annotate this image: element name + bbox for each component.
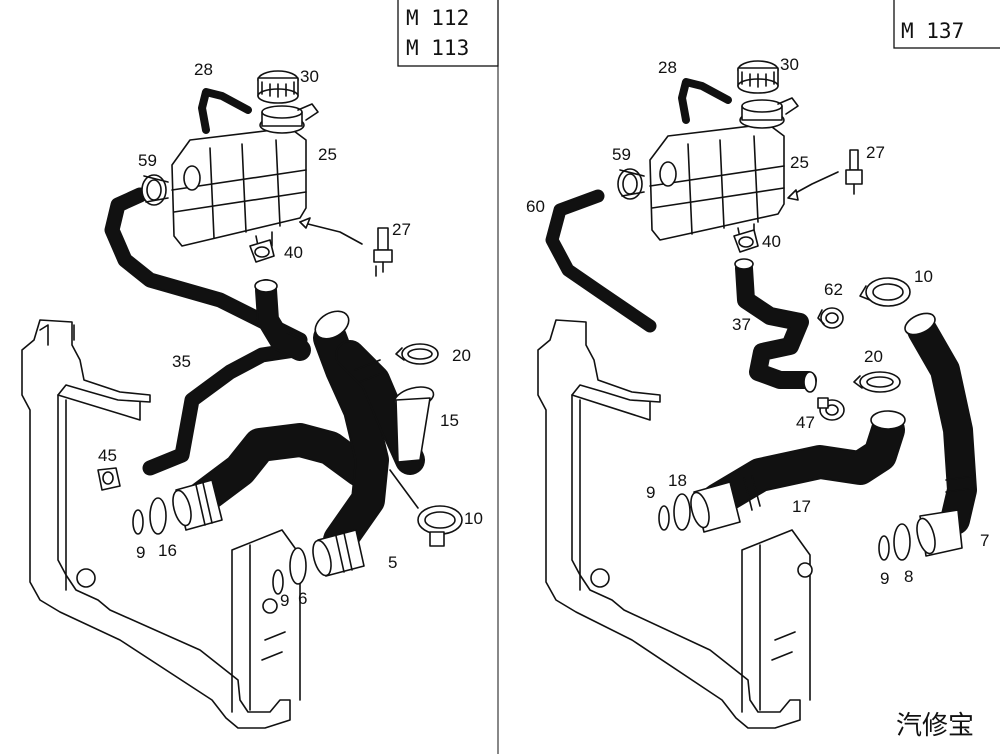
callout-35: 35 bbox=[172, 352, 191, 371]
right-panel: 28 30 59 25 27 60 40 62 10 37 20 47 9 18… bbox=[526, 55, 989, 729]
callout-7: 7 bbox=[980, 531, 989, 550]
hose-17 bbox=[690, 410, 906, 533]
o-rings-right bbox=[658, 493, 911, 561]
clip-40-right bbox=[733, 229, 759, 253]
o-rings-left bbox=[132, 497, 307, 595]
sensor-27-left bbox=[299, 217, 393, 277]
callout-45: 45 bbox=[98, 446, 117, 465]
callout-9a: 9 bbox=[136, 543, 145, 562]
clamp-10-left bbox=[389, 469, 463, 547]
clamp-47 bbox=[817, 397, 845, 421]
callout-6: 6 bbox=[298, 589, 307, 608]
callout-9b: 9 bbox=[280, 591, 289, 610]
reservoir-25-right bbox=[649, 97, 799, 241]
callout-9-r2: 9 bbox=[880, 569, 889, 588]
callout-47: 47 bbox=[796, 413, 815, 432]
radiator-left bbox=[21, 319, 301, 729]
callout-62: 62 bbox=[824, 280, 843, 299]
callout-9-r1: 9 bbox=[646, 483, 655, 502]
clamp-62 bbox=[817, 307, 844, 329]
callout-40-r: 40 bbox=[762, 232, 781, 251]
callout-59: 59 bbox=[138, 151, 157, 170]
model-box-left: M 112 M 113 bbox=[397, 0, 499, 67]
callout-16: 16 bbox=[158, 541, 177, 560]
callout-28: 28 bbox=[194, 60, 213, 79]
radiator-right bbox=[537, 319, 813, 729]
cap-30-right bbox=[737, 60, 779, 94]
sensor-27-right bbox=[787, 149, 863, 201]
hose-elbow-upper-left bbox=[254, 279, 311, 361]
callout-40: 40 bbox=[284, 243, 303, 262]
callout-25-r: 25 bbox=[790, 153, 809, 172]
model-label-m137: M 137 bbox=[901, 19, 964, 43]
callout-30-r: 30 bbox=[780, 55, 799, 74]
clamp-59-right bbox=[617, 168, 645, 200]
callout-60: 60 bbox=[526, 197, 545, 216]
callout-30: 30 bbox=[300, 67, 319, 86]
callout-10-r: 10 bbox=[914, 267, 933, 286]
hose-7 bbox=[904, 312, 977, 557]
hose-15 bbox=[335, 340, 435, 475]
callout-5: 5 bbox=[388, 553, 397, 572]
model-box-right: M 137 bbox=[893, 0, 1000, 49]
callout-20: 20 bbox=[452, 346, 471, 365]
cap-30-left bbox=[257, 70, 299, 104]
hose-37 bbox=[734, 258, 817, 393]
callout-18: 18 bbox=[668, 471, 687, 490]
callout-27-r: 27 bbox=[866, 143, 885, 162]
callout-15: 15 bbox=[440, 411, 459, 430]
callout-37: 37 bbox=[732, 315, 751, 334]
clip-40-left bbox=[249, 239, 275, 263]
callout-27: 27 bbox=[392, 220, 411, 239]
clip-45-left bbox=[97, 467, 121, 491]
reservoir-25-left bbox=[171, 103, 319, 247]
model-label-m112: M 112 bbox=[406, 6, 469, 30]
callout-10: 10 bbox=[464, 509, 483, 528]
clamp-20-left bbox=[395, 343, 439, 365]
callout-28-r: 28 bbox=[658, 58, 677, 77]
clamp-59-left bbox=[141, 174, 169, 206]
callout-25: 25 bbox=[318, 145, 337, 164]
model-label-m113: M 113 bbox=[406, 36, 469, 60]
callout-8: 8 bbox=[904, 567, 913, 586]
hose-60 bbox=[545, 189, 657, 333]
callout-17: 17 bbox=[792, 497, 811, 516]
watermark: 汽修宝 bbox=[896, 711, 974, 741]
callout-59-r: 59 bbox=[612, 145, 631, 164]
callout-20-r: 20 bbox=[864, 347, 883, 366]
hose-16 bbox=[172, 423, 377, 531]
left-panel: 28 30 59 25 27 40 35 20 15 45 9 16 10 9 … bbox=[21, 60, 483, 729]
clamp-20-right bbox=[853, 371, 901, 393]
clamp-10-right bbox=[859, 277, 911, 307]
